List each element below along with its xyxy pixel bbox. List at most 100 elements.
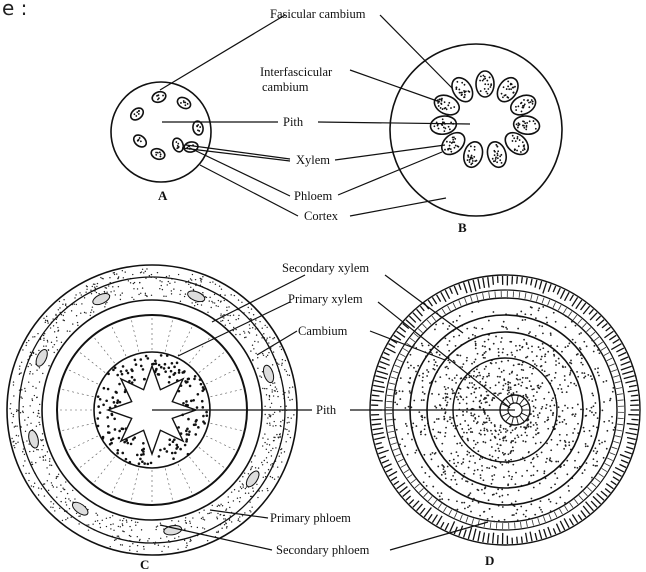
wood-dot [475,397,477,399]
wood-dot [416,450,418,452]
stipple-dot [60,491,61,492]
stipple-dot [261,337,262,338]
bundle-dot [490,84,492,86]
wood-dot [479,515,481,517]
wood-dot [532,360,534,362]
bark-hatch [377,447,384,449]
phloem-hatch [579,495,583,500]
wood-dot [537,417,539,419]
wood-dot [566,473,568,475]
wood-dot [453,392,455,394]
stipple-dot [47,451,48,452]
bark-hatch [618,352,626,356]
wood-dot [546,404,548,406]
stipple-dot [223,518,224,519]
wood-dot [473,384,475,386]
stipple-dot [239,516,240,517]
stipple-dot [251,461,252,462]
xylem-dot [175,444,178,447]
wood-dot [585,415,587,417]
stipple-dot [49,464,50,465]
stipple-dot [149,275,150,276]
wood-dot [422,345,424,347]
wood-dot [500,425,502,427]
wood-dot [539,412,541,414]
wood-dot [516,350,518,352]
wood-dot [467,440,469,442]
wood-dot [509,426,511,428]
stipple-dot [200,278,201,279]
xylem-dot [196,406,199,409]
wood-dot [402,390,404,392]
phloem-hatch [519,292,520,298]
wood-dot [537,385,539,387]
wood-dot [438,394,440,396]
label-pith-cd: Pith [316,403,337,417]
xylem-dot [157,373,160,376]
stipple-dot [280,421,281,422]
wood-dot [455,345,457,347]
stipple-dot [281,364,282,365]
stipple-dot [45,322,46,323]
wood-dot [515,427,517,429]
stipple-dot [62,304,63,305]
wood-dot [474,335,476,337]
stipple-dot [257,341,258,342]
wood-dot [530,421,532,423]
wood-dot [426,369,428,371]
wood-dot [480,477,482,479]
wood-dot [395,393,397,395]
wood-dot [533,487,535,489]
phloem-hatch [607,458,612,461]
wood-dot [493,397,495,399]
wood-dot [445,393,447,395]
caption-d: D [485,553,494,568]
wood-dot [437,492,439,494]
wood-dot [467,481,469,483]
phloem-hatch [582,323,586,327]
stipple-dot [264,388,265,389]
stipple-dot [13,384,14,385]
stipple-dot [32,336,33,337]
stipple-dot [22,451,23,452]
bark-hatch [409,500,413,504]
xylem-dot [121,452,124,455]
wood-dot [459,442,461,444]
wood-dot [423,454,425,456]
stipple-dot [43,345,44,346]
stipple-dot [266,443,267,444]
stipple-dot [255,328,256,329]
bundle-outline [131,133,148,150]
wood-dot [498,382,500,384]
wood-dot [464,420,466,422]
wood-dot [510,432,512,434]
label-primary-phloem: Primary phloem [270,511,351,525]
wood-dot [476,368,478,370]
wood-dot [473,375,475,377]
label-secondary-phloem: Secondary phloem [276,543,370,557]
wood-dot [512,429,514,431]
wood-dot [453,425,455,427]
stipple-dot [269,415,270,416]
stipple-dot [290,437,291,438]
wood-dot [559,440,561,442]
phloem-hatch [515,523,516,529]
wood-dot [503,440,505,442]
phloem-hatch [586,328,590,332]
wood-dot [507,381,509,383]
stipple-dot [178,536,179,537]
stipple-dot [267,462,268,463]
stipple-dot [105,303,106,304]
bark-hatch [611,481,616,485]
leader-interfascicular [350,70,440,102]
stipple-dot [22,411,23,412]
wood-dot [474,388,476,390]
stipple-dot [52,318,53,319]
stipple-dot [30,371,31,372]
xylem-dot [168,438,171,441]
stipple-dot [133,283,134,284]
phloem-hatch [389,383,395,384]
stipple-dot [37,333,38,334]
stipple-dot [237,520,238,521]
